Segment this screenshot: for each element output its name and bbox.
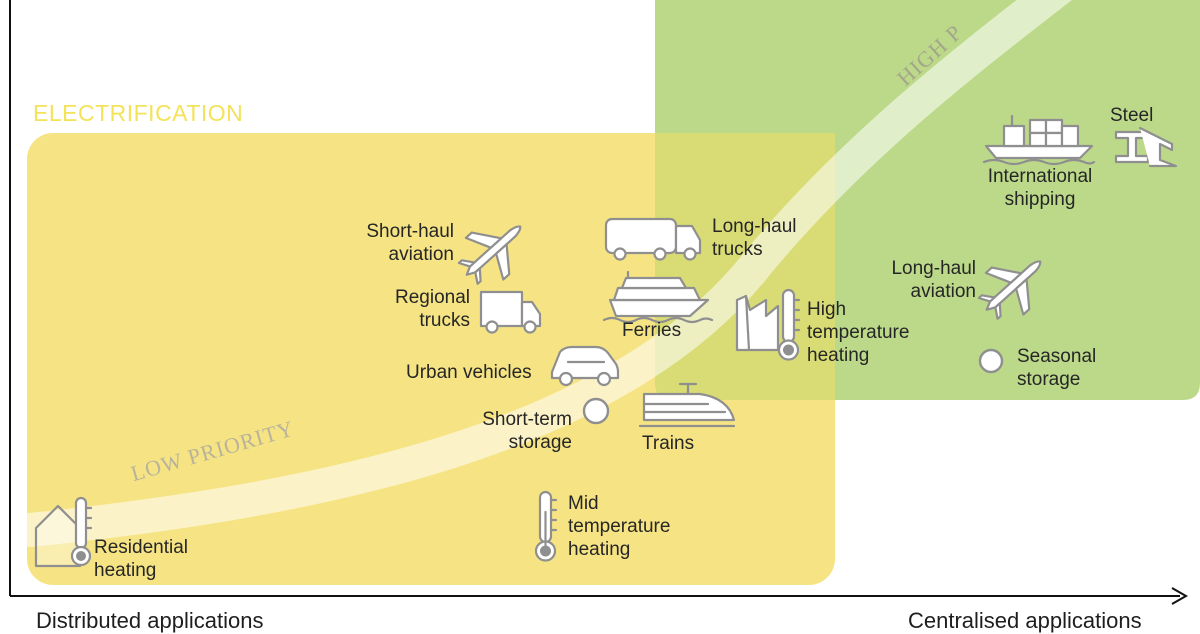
thermometer-icon [534, 490, 558, 562]
short-haul-aviation-line1: Short-haul [366, 221, 454, 242]
distributed-applications-label: Distributed applications [36, 608, 264, 633]
x-axis-arrowhead [1171, 587, 1189, 605]
regional-trucks-label: Regional trucks [370, 286, 470, 332]
long-haul-trucks-line2: trucks [712, 239, 763, 260]
factory-thermometer-icon [735, 288, 801, 361]
short-term-storage-line1: Short-term [482, 409, 572, 430]
long-haul-trucks-line1: Long-haul [712, 216, 797, 237]
short-haul-airplane-icon [457, 225, 522, 285]
ferries-line1: Ferries [622, 320, 682, 341]
residential-heating-line2: heating [94, 560, 157, 581]
short-haul-aviation-line2: aviation [388, 244, 455, 265]
regional-trucks-line2: trucks [419, 310, 470, 331]
trains-line1: Trains [642, 433, 695, 454]
high-temperature-heating-line2: temperature [807, 322, 910, 343]
long-haul-airplane-icon [977, 260, 1042, 320]
train-icon [638, 382, 736, 428]
long-haul-aviation-label: Long-haul aviation [866, 257, 976, 303]
urban-vehicles-line1: Urban vehicles [406, 362, 532, 383]
short-haul-aviation-label: Short-haul aviation [340, 220, 454, 266]
international-shipping-label: International shipping [972, 165, 1108, 211]
short-term-storage-line2: storage [508, 432, 572, 453]
long-haul-aviation-line2: aviation [910, 281, 977, 302]
mid-temperature-heating-label: Mid temperature heating [568, 492, 670, 561]
mid-temperature-heating-line1: Mid [568, 493, 599, 514]
seasonal-storage-label: Seasonal storage [1017, 345, 1096, 391]
house-thermometer-icon [34, 496, 93, 568]
ferry-icon [602, 270, 714, 324]
mid-temperature-heating-line2: temperature [568, 516, 671, 537]
residential-heating-label: Residential heating [94, 536, 188, 582]
regional-trucks-line1: Regional [395, 287, 470, 308]
short-term-storage-label: Short-term storage [462, 408, 572, 454]
long-haul-aviation-line1: Long-haul [891, 258, 976, 279]
van-icon [479, 290, 542, 334]
short-term-storage-circle-icon [582, 397, 610, 425]
high-temperature-heating-line3: heating [807, 345, 870, 366]
centralised-applications-label: Centralised applications [908, 608, 1142, 633]
long-haul-trucks-label: Long-haul trucks [712, 215, 797, 261]
truck-icon [604, 217, 702, 261]
seasonal-storage-line2: storage [1017, 369, 1081, 390]
ferries-label: Ferries [622, 319, 681, 342]
electrification-label: ELECTRIFICATION [33, 100, 244, 126]
trains-label: Trains [642, 432, 694, 455]
high-temperature-heating-line1: High [807, 299, 847, 320]
steel-line1: Steel [1110, 105, 1154, 126]
international-shipping-line1: International [987, 166, 1093, 187]
mid-temperature-heating-line3: heating [568, 539, 631, 560]
steel-beam-icon [1114, 126, 1178, 168]
container-ship-icon [982, 114, 1096, 166]
priority-band [13, 0, 1072, 547]
steel-label: Steel [1110, 104, 1153, 127]
urban-vehicles-label: Urban vehicles [406, 361, 532, 384]
high-temperature-heating-label: High temperature heating [807, 298, 909, 367]
residential-heating-line1: Residential [94, 537, 188, 558]
car-icon [550, 345, 620, 387]
international-shipping-line2: shipping [1004, 189, 1076, 210]
seasonal-storage-circle-icon [978, 348, 1004, 374]
seasonal-storage-line1: Seasonal [1017, 346, 1097, 367]
